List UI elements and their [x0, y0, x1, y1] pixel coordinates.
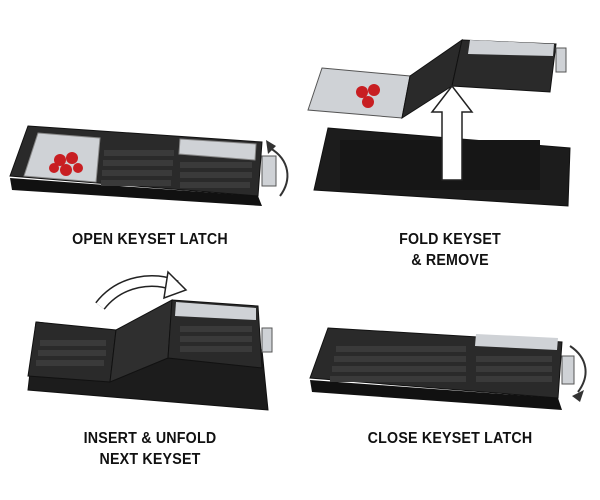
red-key: [54, 154, 66, 166]
key-grid: [36, 326, 252, 366]
caption-line: NEXT KEYSET: [99, 451, 201, 468]
control-panel: [475, 334, 558, 350]
key-grid: [330, 346, 552, 382]
keyboard-illustration: [27, 270, 273, 411]
step-caption: CLOSE KEYSET LATCH: [312, 428, 588, 449]
arrow-head-icon: [163, 270, 188, 300]
keyboard-illustration: [309, 327, 587, 410]
rotate-arrow-icon: [269, 147, 289, 197]
up-arrow-icon: [430, 84, 474, 181]
control-panel: [175, 302, 256, 320]
step-caption: OPEN KEYSET LATCH: [12, 229, 288, 250]
keyset-latch: [561, 355, 575, 385]
control-panel: [468, 40, 554, 56]
keyset-latch: [261, 155, 277, 187]
keyset-latch: [555, 47, 567, 73]
step-caption: FOLD KEYSET & REMOVE: [312, 229, 588, 271]
caption-line: & REMOVE: [411, 252, 489, 269]
step-3-panel: INSERT & UNFOLD NEXT KEYSET: [0, 250, 300, 500]
base-holes: [340, 140, 540, 190]
step-4-panel: CLOSE KEYSET LATCH: [300, 250, 600, 500]
control-panel: [178, 138, 257, 161]
red-key: [73, 163, 83, 173]
keyboard-base: [10, 178, 262, 206]
key-grid: [101, 150, 252, 188]
arrow-head-icon: [572, 390, 584, 402]
caption-line: INSERT & UNFOLD: [83, 430, 217, 447]
keyboard-illustration: [307, 38, 571, 207]
keyboard-base: [310, 380, 562, 410]
red-key: [66, 152, 78, 164]
red-key: [60, 164, 72, 176]
red-key: [368, 84, 380, 96]
rotate-arrow-icon: [569, 345, 587, 393]
keyboard-illustration: [9, 125, 289, 206]
caption-line: FOLD KEYSET: [399, 231, 501, 248]
step-1-panel: OPEN KEYSET LATCH: [0, 0, 300, 250]
keyset-latch: [261, 327, 273, 353]
red-key: [362, 96, 374, 108]
red-key: [49, 163, 59, 173]
caption-line: OPEN KEYSET LATCH: [72, 231, 228, 248]
step-caption: INSERT & UNFOLD NEXT KEYSET: [12, 428, 288, 470]
arrow-head-icon: [266, 140, 276, 154]
caption-line: CLOSE KEYSET LATCH: [367, 430, 533, 447]
red-key: [356, 86, 368, 98]
step-2-panel: FOLD KEYSET & REMOVE: [300, 0, 600, 269]
